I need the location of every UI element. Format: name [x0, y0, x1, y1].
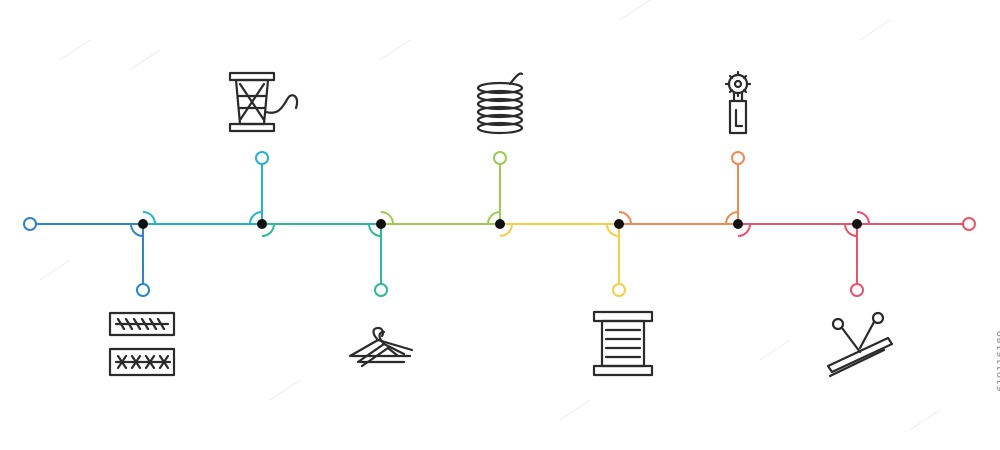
node-arc-left-6	[725, 211, 739, 225]
node-arc-left-4	[487, 211, 501, 225]
timeline-start-marker	[23, 217, 37, 231]
tracing-wheel-icon	[724, 70, 752, 135]
stitch-samples-icon	[108, 311, 176, 377]
node-arc-left-3	[368, 223, 382, 237]
branch-end-marker-4	[493, 151, 507, 165]
timeline-end-marker	[962, 217, 976, 231]
node-arc-left-2	[249, 211, 263, 225]
node-arc-right-2	[261, 223, 275, 237]
timeline-node-2	[257, 219, 267, 229]
branch-end-marker-1	[136, 283, 150, 297]
stock-image-id: 619116189	[996, 330, 1000, 392]
branch-end-marker-5	[612, 283, 626, 297]
node-arc-right-6	[737, 223, 751, 237]
node-arc-right-4	[499, 223, 513, 237]
branch-end-marker-7	[850, 283, 864, 297]
timeline-node-1	[138, 219, 148, 229]
node-arc-right-7	[856, 211, 870, 225]
node-arc-right-5	[618, 211, 632, 225]
branch-end-marker-6	[731, 151, 745, 165]
timeline-node-4	[495, 219, 505, 229]
empty-bobbin-spool-icon	[592, 310, 654, 377]
timeline-node-6	[733, 219, 743, 229]
timeline-node-3	[376, 219, 386, 229]
node-arc-right-1	[142, 211, 156, 225]
timeline-branches	[130, 151, 870, 297]
coiled-wire-spring-icon	[476, 72, 524, 135]
thread-spool-with-needle-icon	[228, 71, 299, 133]
node-arc-right-3	[380, 211, 394, 225]
timeline-node-5	[614, 219, 624, 229]
timeline-nodes	[23, 217, 976, 231]
node-arc-left-7	[844, 223, 858, 237]
branch-end-marker-3	[374, 283, 388, 297]
node-arc-left-1	[130, 223, 144, 237]
timeline-node-7	[852, 219, 862, 229]
stock-watermark	[39, 0, 941, 431]
node-arc-left-5	[606, 223, 620, 237]
clothes-hangers-icon	[348, 326, 414, 368]
pins-in-fabric-icon	[826, 311, 894, 378]
branch-end-marker-2	[255, 151, 269, 165]
